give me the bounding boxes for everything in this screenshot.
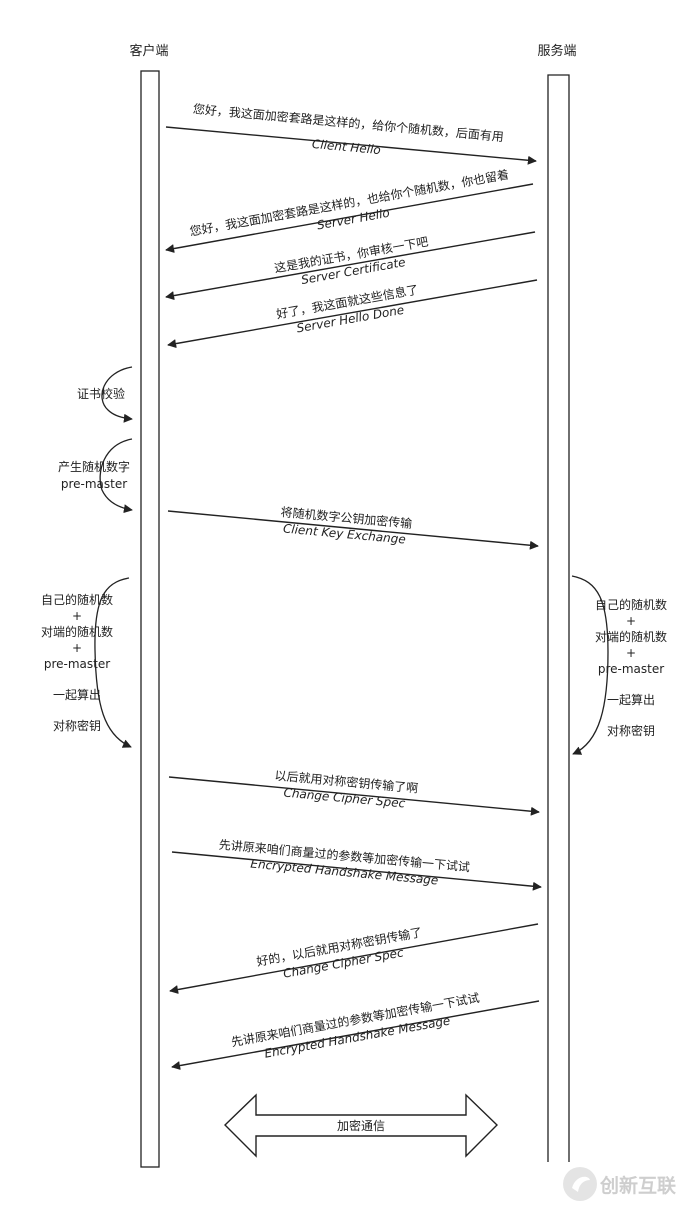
calc-line: 对端的随机数 [595,629,667,644]
calc-line: + [72,641,82,655]
watermark-logo: 创新互联 [563,1167,676,1201]
message-en: Client Hello [311,137,381,157]
calc-line: 自己的随机数 [595,597,667,612]
arrow-change-cipher-spec-server [169,923,539,994]
client-label: 客户端 [129,43,168,59]
message-server-hello: 您好，我这面加密套路是这样的，也给你个随机数，你也留着 Server Hello [165,167,534,253]
message-client-hello: 您好，我这面加密套路是这样的，给你个随机数，后面有用 Client Hello [165,101,537,165]
watermark-text: 创新互联 [599,1174,676,1197]
arrow-server-hello-done [167,279,538,349]
message-client-key-exchange: 将随机数字公钥加密传输 Client Key Exchange [167,504,539,550]
double-arrow [224,1093,498,1158]
calc-result: 对称密钥 [53,718,101,733]
message-change-cipher-spec-client: 以后就用对称密钥传输了啊 Change Cipher Spec [168,768,540,816]
calc-line: + [626,614,636,628]
arrow-encrypted-handshake-server [171,1000,540,1070]
client-lifeline [140,70,160,1168]
encrypted-communication: 加密通信 [224,1093,498,1158]
arrow-server-hello [165,183,534,253]
watermark-swirl-icon [572,1176,590,1192]
message-server-hello-done: 好了，我这面就这些信息了 Server Hello Done [167,279,538,349]
encrypted-comm-label: 加密通信 [337,1118,385,1133]
calc-line: pre-master [598,662,664,676]
calc-line: + [626,646,636,660]
client-key-calc: 自己的随机数 + 对端的随机数 + pre-master 一起算出 对称密钥 [41,577,132,748]
verify-loop-arrow [101,366,133,423]
message-encrypted-handshake-server: 先讲原来咱们商量过的参数等加密传输一下试试 Encrypted Handshak… [171,990,540,1070]
calc-result: 对称密钥 [607,723,655,738]
calc-compute: 一起算出 [53,687,101,702]
calc-line: pre-master [44,657,110,671]
calc-compute: 一起算出 [607,692,655,707]
arrow-server-certificate [165,231,536,301]
premaster-label-cn: 产生随机数字 [58,459,130,474]
message-encrypted-handshake-client: 先讲原来咱们商量过的参数等加密传输一下试试 Encrypted Handshak… [171,837,542,891]
message-cn: 您好，我这面加密套路是这样的，给你个随机数，后面有用 [192,101,504,144]
client-calc-arrow [94,577,132,748]
premaster-loop-arrow [99,438,133,514]
arrow-change-cipher-spec-client [168,776,540,816]
calc-line: 自己的随机数 [41,592,113,607]
message-server-certificate: 这是我的证书，你审核一下吧 Server Certificate [165,231,536,301]
calc-line: + [72,609,82,623]
arrow-encrypted-handshake-client [171,851,542,891]
arrow-client-hello [165,126,537,165]
message-change-cipher-spec-server: 好的，以后就用对称密钥传输了 Change Cipher Spec [169,923,539,994]
client-premaster-step: 产生随机数字 pre-master [58,438,133,514]
arrow-client-key-exchange [167,510,539,550]
server-key-calc: 自己的随机数 + 对端的随机数 + pre-master 一起算出 对称密钥 [571,575,667,755]
verify-label: 证书校验 [77,386,125,401]
calc-line: 对端的随机数 [41,624,113,639]
premaster-label-en: pre-master [61,477,127,491]
server-label: 服务端 [537,43,576,59]
server-lifeline [547,74,570,1162]
message-cn: 您好，我这面加密套路是这样的，也给你个随机数，你也留着 [188,167,510,239]
server-calc-arrow [571,575,609,755]
client-verify-step: 证书校验 [77,366,133,423]
